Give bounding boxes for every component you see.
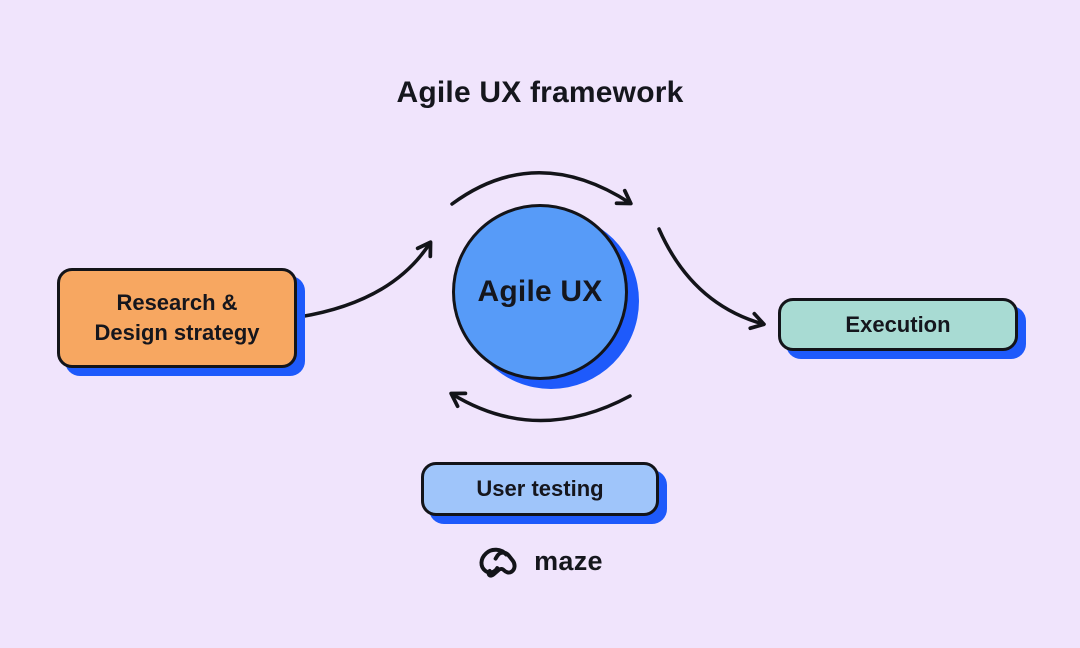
cycle-arrow-top [450, 171, 633, 206]
center-node-label: Agile UX [477, 275, 603, 308]
center-node-agile-ux: Agile UX [452, 204, 628, 380]
node-research-design-strategy: Research & Design strategy [57, 268, 297, 368]
execution-node-label: Execution [845, 311, 951, 337]
cycle-arrow-bottom [449, 391, 632, 423]
research-label-line2: Design strategy [94, 320, 260, 345]
maze-logo-icon [479, 547, 517, 578]
arrow-research-to-circle [297, 240, 433, 319]
node-execution: Execution [778, 298, 1018, 351]
research-node-label: Research & Design strategy [94, 288, 259, 349]
research-label-line1: Research & [116, 289, 238, 315]
maze-logo: maze [0, 545, 1080, 579]
node-user-testing: User testing [421, 462, 659, 516]
maze-wordmark: maze [534, 545, 603, 576]
user-testing-node-label: User testing [476, 476, 604, 501]
page-title: Agile UX framework [396, 76, 684, 109]
arrow-circle-to-execution [657, 227, 766, 331]
